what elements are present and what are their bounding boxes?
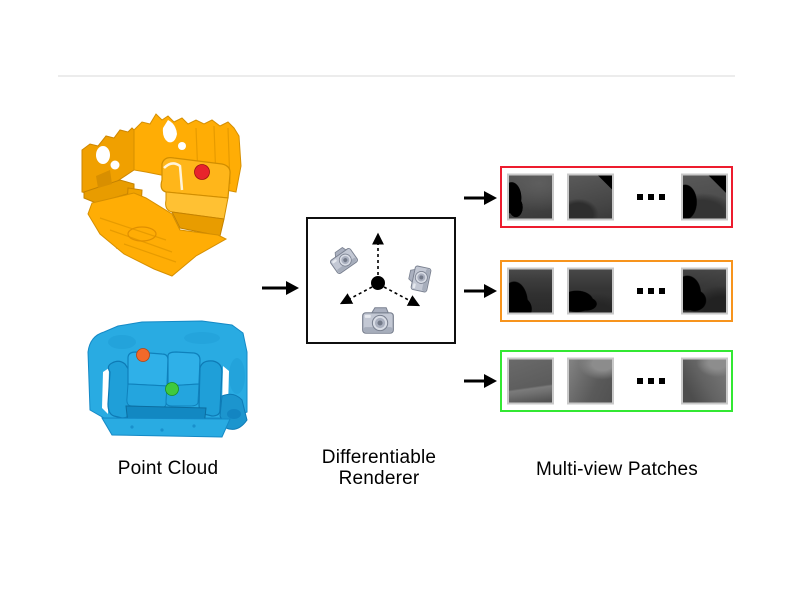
arrow-to-view-1 <box>464 190 497 206</box>
renderer-label-line2: Renderer <box>338 468 420 489</box>
patch-row-3 <box>500 350 733 412</box>
point-cloud-room <box>81 113 242 277</box>
top-divider-line <box>58 75 735 77</box>
depth-patch <box>567 173 614 221</box>
marker-green-dot <box>165 382 179 396</box>
camera-icon-bottom <box>362 307 394 334</box>
depth-patch <box>567 357 614 405</box>
point-cloud-couch <box>87 320 248 438</box>
multi-view-patches-label: Multi-view Patches <box>536 459 698 480</box>
center-point <box>371 276 385 290</box>
renderer-label-line1: Differentiable <box>321 447 437 468</box>
depth-patch <box>681 267 728 315</box>
renderer-label: Differentiable Renderer <box>298 447 460 489</box>
arrow-to-view-3 <box>464 373 497 389</box>
ellipsis <box>626 168 676 226</box>
point-cloud-label: Point Cloud <box>117 458 219 479</box>
depth-patch <box>681 357 728 405</box>
depth-patch <box>681 173 728 221</box>
arrow-input <box>262 280 299 296</box>
camera-rig-illustration <box>326 232 432 334</box>
arrow-to-view-2 <box>464 283 497 299</box>
ellipsis <box>626 262 676 320</box>
marker-orange-dot <box>136 348 150 362</box>
camera-icon-right <box>406 264 432 293</box>
camera-icon-left <box>326 243 359 275</box>
patch-row-2 <box>500 260 733 322</box>
depth-patch <box>507 267 554 315</box>
patch-row-1 <box>500 166 733 228</box>
depth-patch <box>567 267 614 315</box>
differentiable-renderer-box <box>306 217 456 344</box>
ellipsis <box>626 352 676 410</box>
depth-patch <box>507 357 554 405</box>
depth-patch <box>507 173 554 221</box>
marker-red-dot <box>194 164 210 180</box>
